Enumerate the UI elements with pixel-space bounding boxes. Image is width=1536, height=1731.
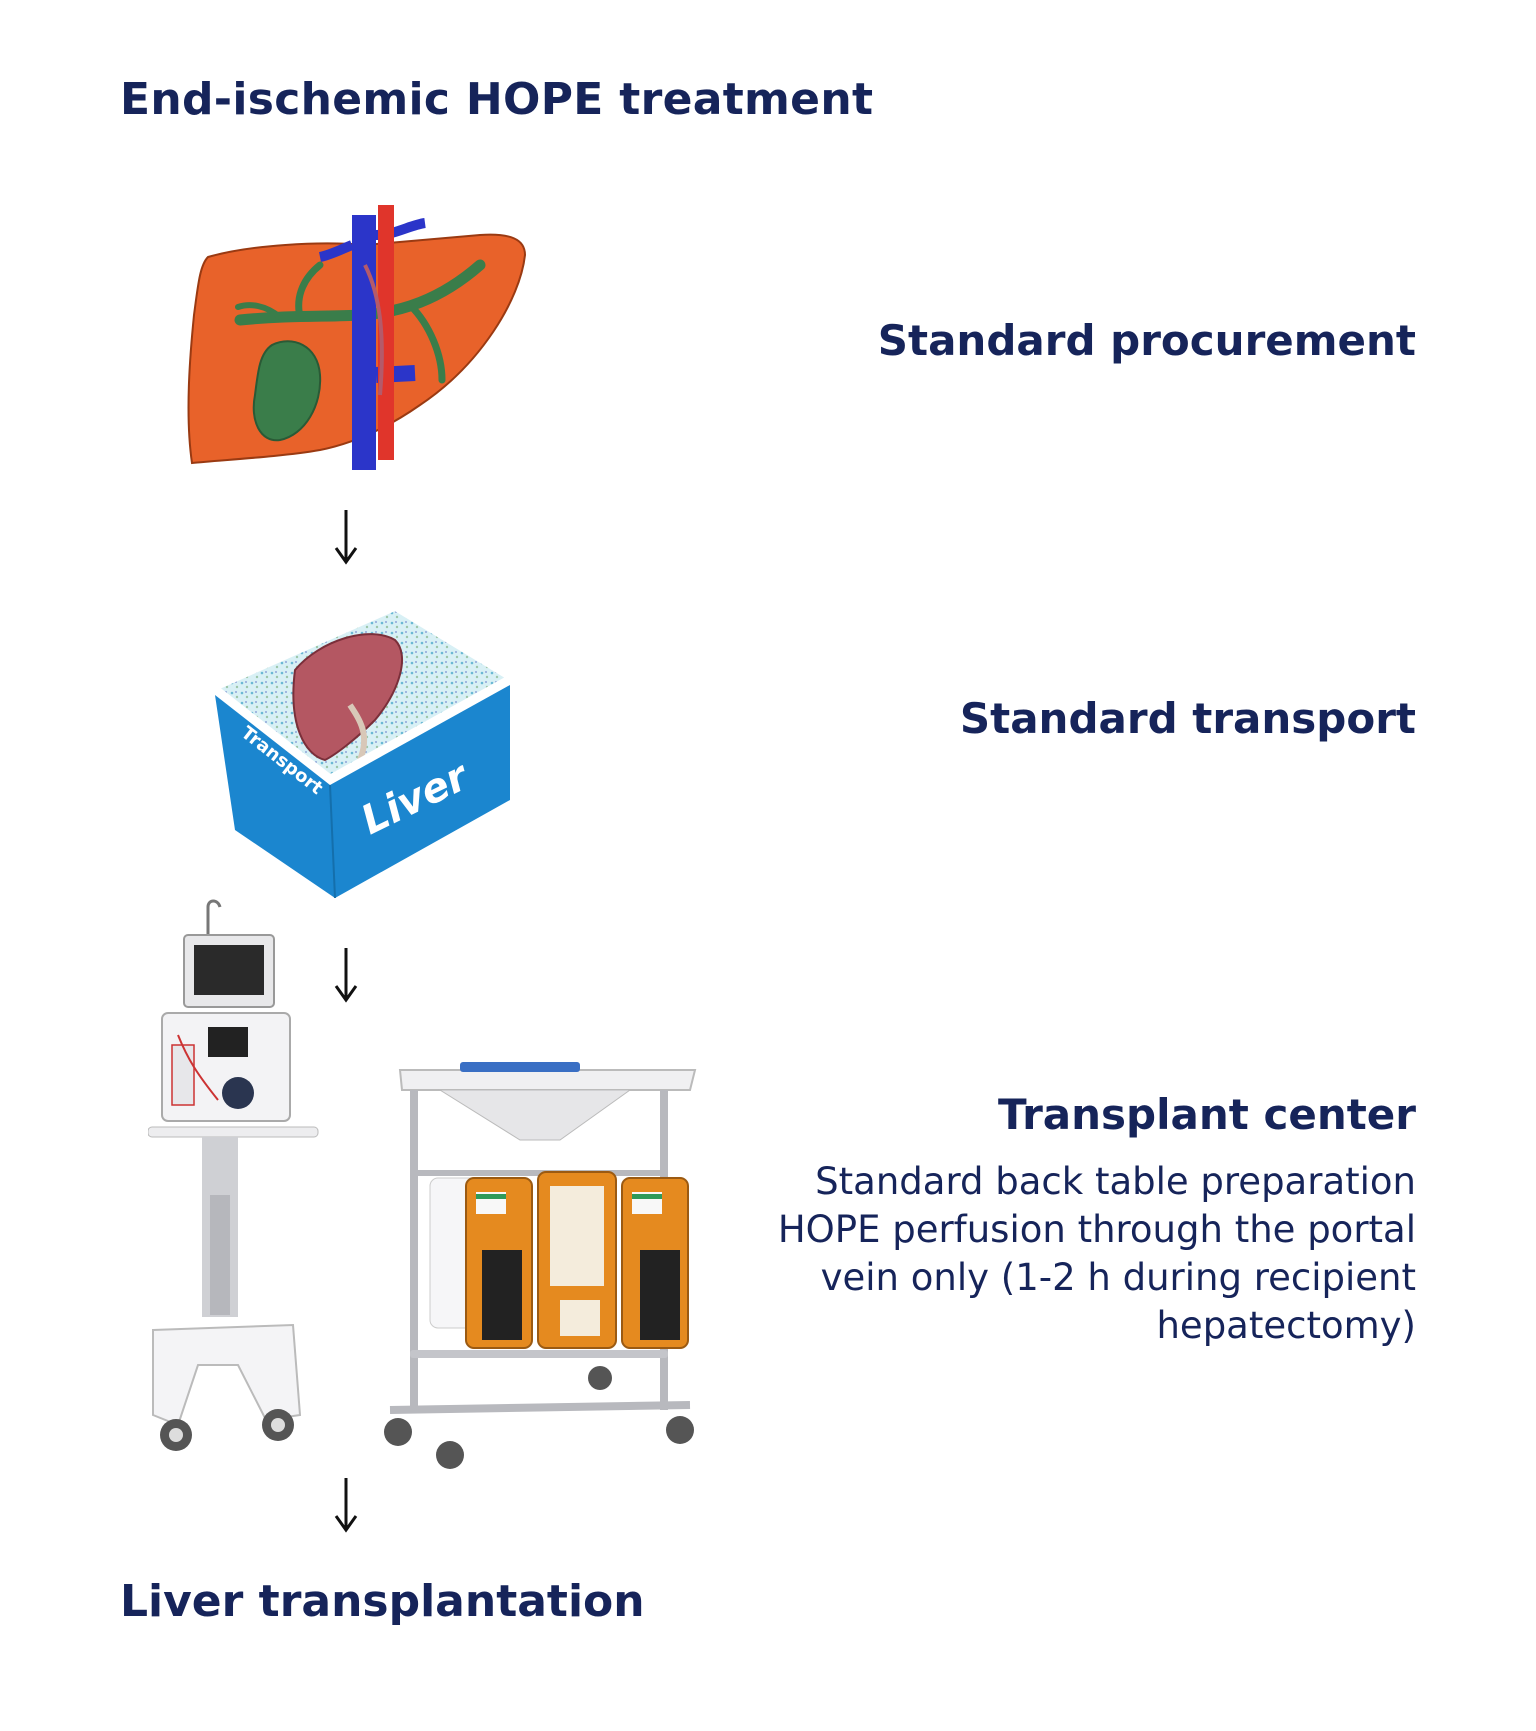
description-line: hepatectomy)	[716, 1302, 1416, 1350]
liver-illustration	[180, 205, 540, 475]
transport-box-illustration: Transport Liver	[210, 610, 515, 900]
down-arrow-icon	[334, 508, 358, 566]
description-line: vein only (1-2 h during recipient	[716, 1254, 1416, 1302]
final-step-label: Liver transplantation	[120, 1576, 645, 1627]
step-label-transplant-center: Transplant center	[998, 1090, 1416, 1139]
down-arrow-icon	[334, 1476, 358, 1534]
perfusion-device-pole-illustration	[148, 895, 328, 1465]
step-label-transport: Standard transport	[960, 694, 1416, 743]
perfusion-device-cart-illustration	[370, 1060, 710, 1480]
step-label-procurement: Standard procurement	[878, 316, 1416, 365]
description-line: Standard back table preparation	[716, 1158, 1416, 1206]
down-arrow-icon	[334, 946, 358, 1004]
diagram-title: End-ischemic HOPE treatment	[120, 74, 873, 125]
description-line: HOPE perfusion through the portal	[716, 1206, 1416, 1254]
step-description-transplant-center: Standard back table preparation HOPE per…	[716, 1158, 1416, 1350]
